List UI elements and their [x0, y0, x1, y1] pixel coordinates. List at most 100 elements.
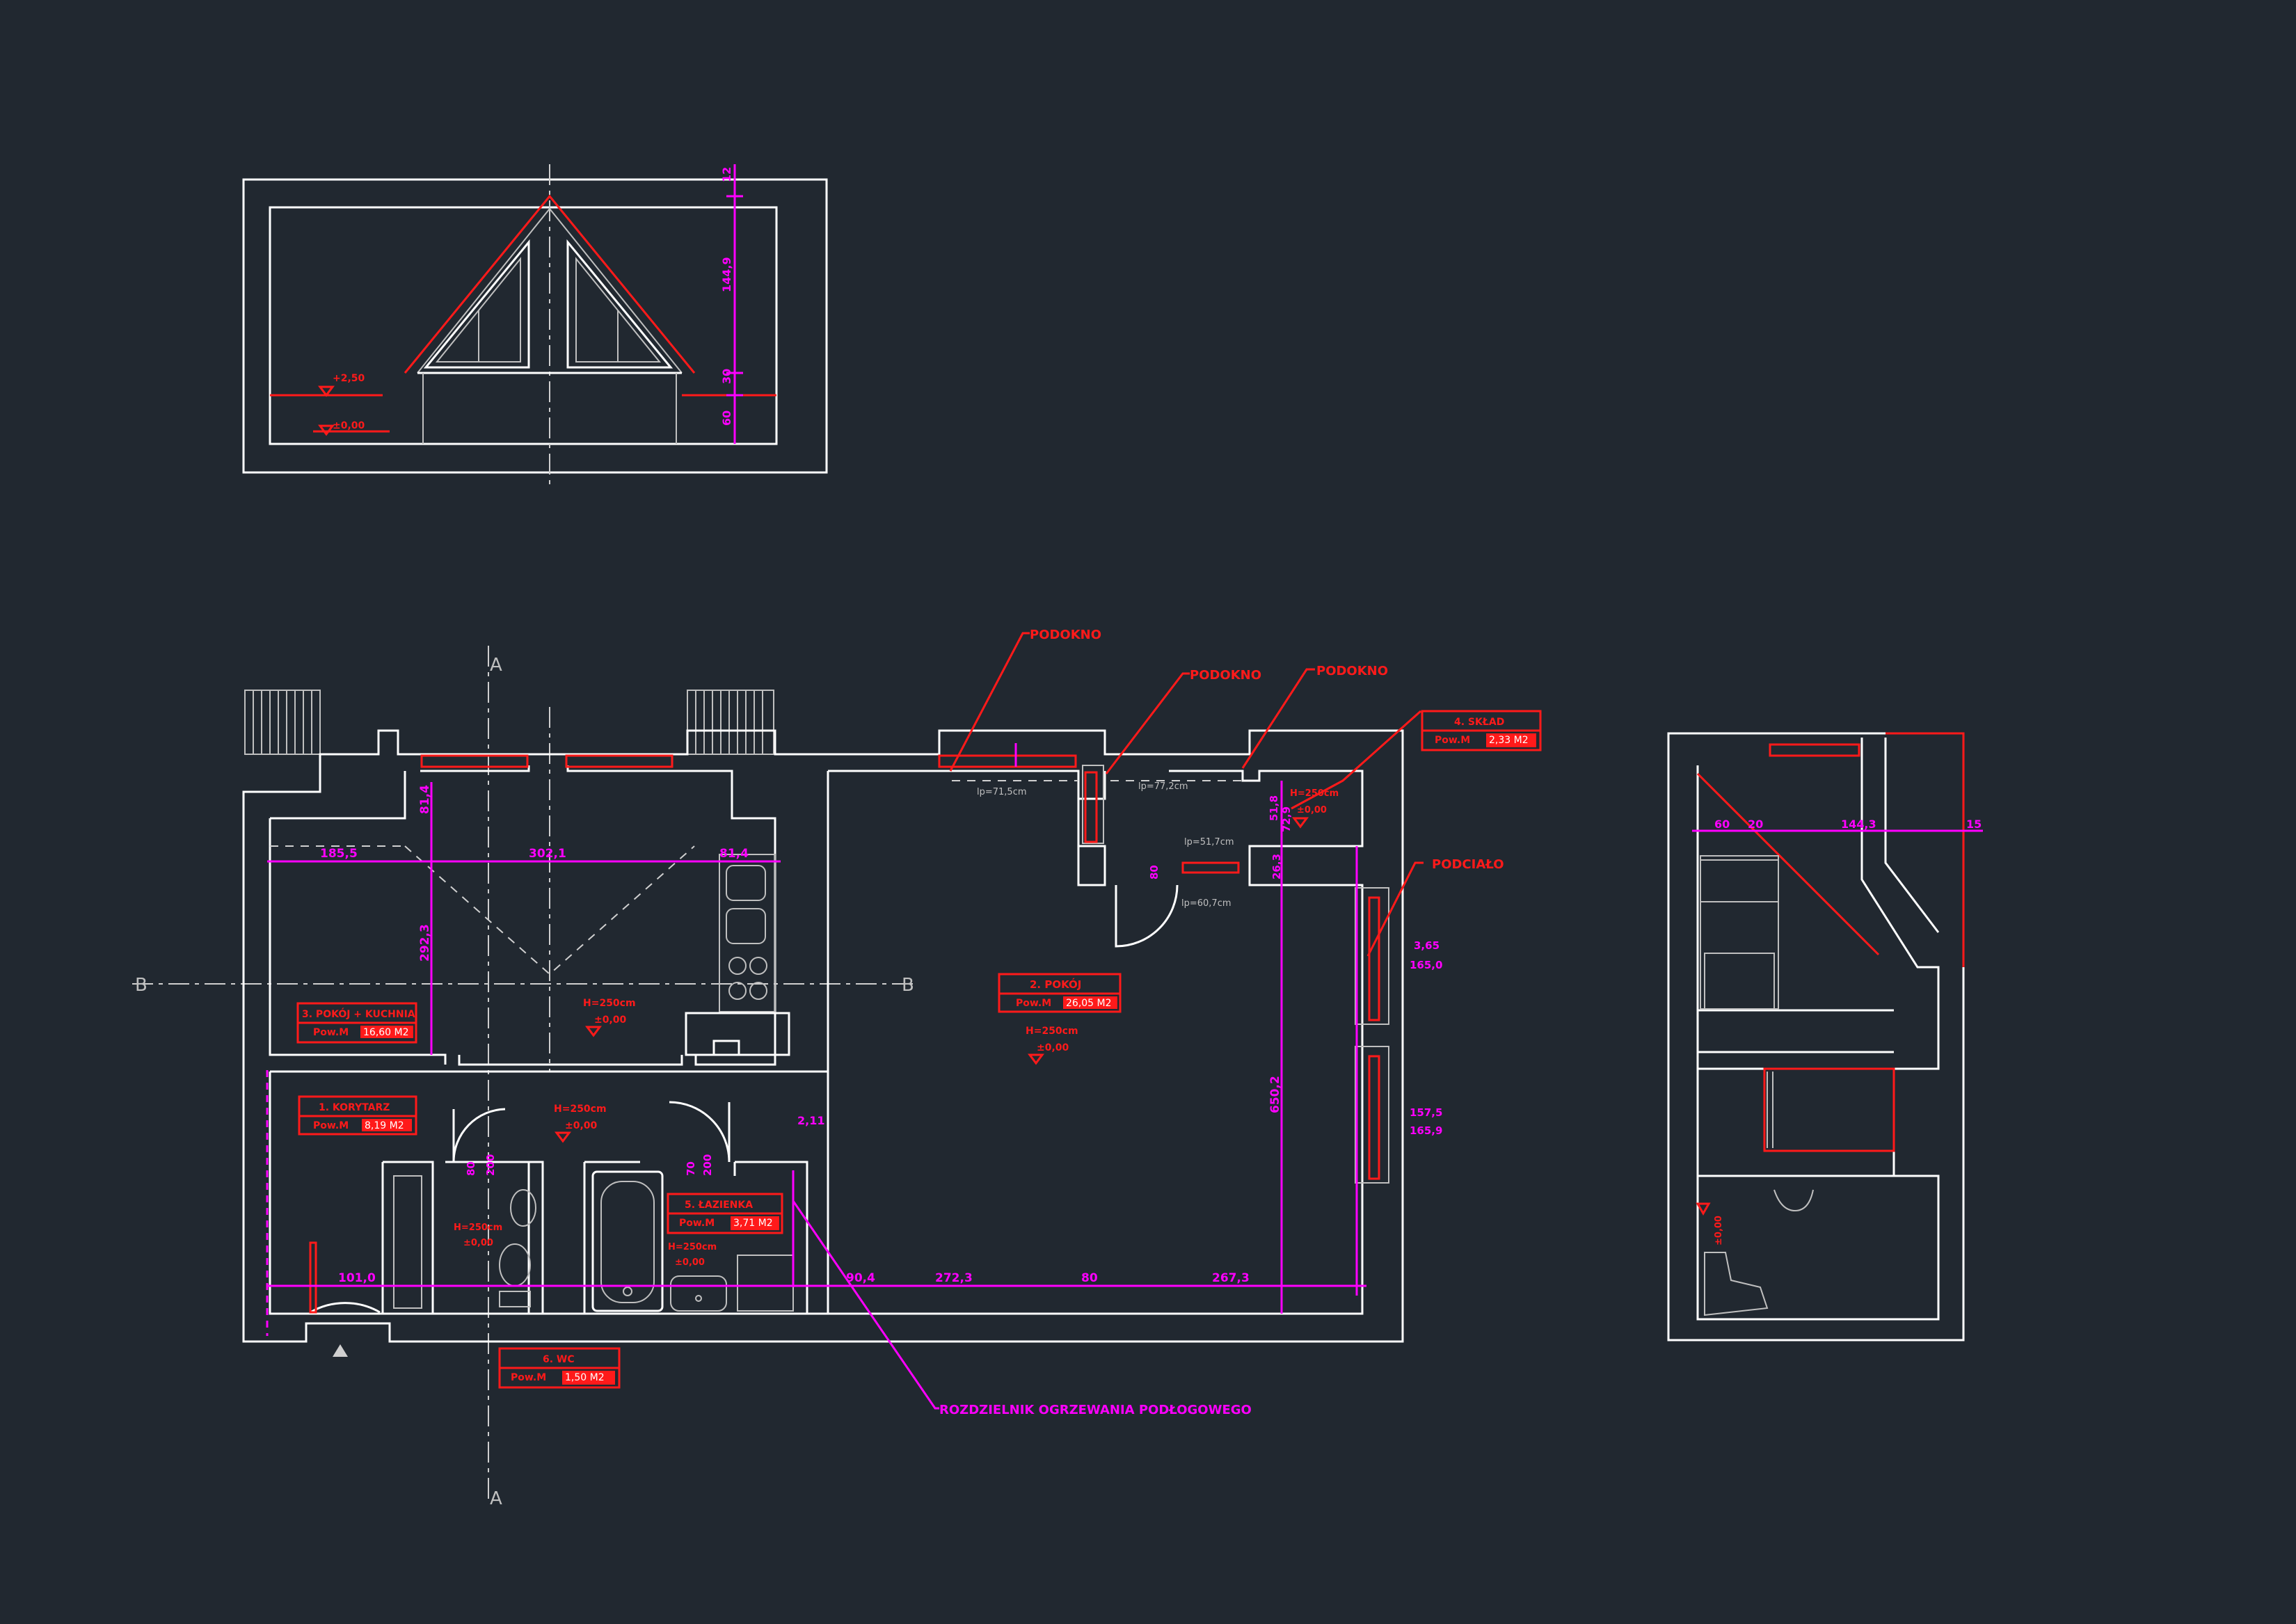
elevation-dim-main: 144,9	[720, 257, 733, 292]
svg-text:3,71 M2: 3,71 M2	[733, 1218, 773, 1229]
elevation-dim-mid: 30	[720, 369, 733, 384]
balcony-right	[687, 690, 774, 755]
section-dim-d: 15	[1966, 818, 1982, 831]
floor-plan: A A B B	[132, 628, 1542, 1509]
svg-text:5. ŁAZIENKA: 5. ŁAZIENKA	[685, 1200, 753, 1211]
bathroom-walls	[583, 1161, 808, 1314]
dim-81-4-b: 81,4	[418, 785, 432, 814]
corridor-walls	[269, 1070, 828, 1315]
callout-distributor: ROZDZIELNIK OGRZEWANIA PODŁOGOWEGO	[939, 1403, 1252, 1417]
height-4: H=250cm	[454, 1223, 502, 1233]
window-main-1	[938, 754, 1077, 768]
height-1: H=250cm	[583, 998, 636, 1009]
elevation-roof	[404, 194, 696, 374]
section-frame	[1667, 732, 1965, 1342]
height-5: H=250cm	[668, 1242, 717, 1252]
door-entry	[309, 1243, 381, 1314]
svg-text:6. WC: 6. WC	[543, 1354, 575, 1365]
section-a-top-label: A	[490, 655, 502, 676]
svg-text:8,19 M2: 8,19 M2	[365, 1120, 404, 1131]
svg-text:16,60 M2: 16,60 M2	[363, 1027, 409, 1038]
section-view: 60 20 144,3 15 ±0,00	[1667, 732, 1983, 1342]
callout-podokno-2: PODOKNO	[1190, 668, 1261, 683]
dim-292-3: 292,3	[418, 924, 432, 962]
section-dim-b: 20	[1748, 818, 1763, 831]
room-label-lazienka: 5. ŁAZIENKA Pow.M 3,71 M2	[667, 1193, 783, 1234]
section-a-bottom-label: A	[490, 1488, 502, 1509]
dim-26-3: 26,3	[1270, 854, 1283, 879]
section-b-right-label: B	[902, 975, 914, 996]
svg-text:26,05 M2: 26,05 M2	[1066, 998, 1112, 1009]
dim-157-5: 157,5	[1410, 1106, 1442, 1119]
dim-200: 200	[484, 1154, 497, 1176]
room-label-pokoj-3: 3. POKÓJ + KUCHNIA Pow.M 16,60 M2	[296, 1002, 417, 1044]
section-dim-a: 60	[1714, 818, 1730, 831]
svg-text:Pow.M: Pow.M	[1435, 735, 1470, 746]
level-6: ±0,00	[1297, 805, 1327, 815]
skylight-outline	[404, 845, 695, 976]
section-bath-outline	[1763, 1067, 1895, 1152]
dim-101-0: 101,0	[338, 1271, 376, 1285]
dim-80-b: 80	[1148, 865, 1161, 879]
svg-text:2. POKÓJ: 2. POKÓJ	[1030, 978, 1081, 991]
svg-text:Pow.M: Pow.M	[511, 1372, 546, 1383]
dim-272-3: 272,3	[935, 1271, 973, 1285]
dim-302-1: 302,1	[529, 847, 566, 861]
dim-lp-4: lp=60,7cm	[1181, 898, 1231, 909]
elevation-window-left	[423, 239, 530, 369]
svg-text:Pow.M: Pow.M	[1016, 998, 1051, 1009]
elevation-roof-inner	[417, 207, 683, 374]
dim-lp-1: lp=71,5cm	[977, 787, 1027, 797]
dim-185-5: 185,5	[320, 847, 358, 861]
balcony-left	[244, 690, 321, 755]
door-wc	[452, 1108, 506, 1163]
dim-165-9: 165,9	[1410, 1124, 1442, 1137]
level-3: ±0,00	[565, 1120, 598, 1131]
bathtub	[591, 1170, 664, 1312]
door-bathroom	[669, 1101, 731, 1163]
svg-text:3. POKÓJ + KUCHNIA: 3. POKÓJ + KUCHNIA	[302, 1008, 415, 1020]
window-right-2	[1368, 1055, 1380, 1180]
room-label-sklad: 4. SKŁAD Pow.M 2,33 M2	[1421, 710, 1542, 751]
callout-podcialo: PODCIAŁO	[1432, 857, 1504, 872]
svg-text:Pow.M: Pow.M	[679, 1218, 715, 1229]
section-level: ±0,00	[1714, 1216, 1724, 1245]
section-walls	[1696, 765, 1940, 1321]
dim-51-8: 51,8	[1268, 795, 1280, 821]
room-label-pokoj-2: 2. POKÓJ Pow.M 26,05 M2	[998, 973, 1122, 1013]
dim-3-65: 3,65	[1414, 939, 1440, 952]
elevation-wall	[269, 206, 778, 445]
svg-text:1. KORYTARZ: 1. KORYTARZ	[319, 1102, 390, 1113]
section-toilet	[1704, 1252, 1769, 1316]
wardrobe	[393, 1175, 422, 1309]
level-4: ±0,00	[463, 1238, 493, 1248]
svg-text:1,50 M2: 1,50 M2	[565, 1372, 605, 1383]
elevation-level-top: +2,50	[333, 373, 365, 384]
dim-lp-3: lp=51,7cm	[1184, 837, 1234, 847]
section-dim-c: 144,3	[1841, 818, 1876, 831]
section-sink	[1773, 1189, 1814, 1212]
dim-80: 80	[1081, 1271, 1098, 1285]
kitchen-counter	[685, 854, 790, 1056]
level-1: ±0,00	[594, 1014, 627, 1026]
dim-lp-2: lp=77,2cm	[1138, 781, 1188, 792]
dim-72-9: 72,9	[1280, 806, 1293, 832]
inner-wall-top	[270, 765, 776, 1013]
window-top-right	[565, 754, 673, 768]
door-main	[1115, 884, 1179, 948]
section-b-left-label: B	[135, 975, 148, 996]
dim-80-v: 80	[465, 1161, 477, 1176]
elevation-level-zero: ±0,00	[333, 420, 365, 431]
level-5: ±0,00	[675, 1257, 705, 1268]
toilet	[499, 1189, 536, 1307]
height-6: H=250cm	[1290, 788, 1339, 799]
callout-podokno-3: PODOKNO	[1316, 664, 1388, 678]
svg-text:2,33 M2: 2,33 M2	[1489, 735, 1529, 746]
entry-arrow-icon	[333, 1344, 348, 1357]
elevation-frame	[242, 178, 828, 474]
dim-650-2: 650,2	[1268, 1076, 1282, 1113]
room-label-wc: 6. WC Pow.M 1,50 M2	[498, 1347, 621, 1389]
dim-267-3: 267,3	[1212, 1271, 1250, 1285]
svg-text:Pow.M: Pow.M	[313, 1027, 349, 1038]
inner-wall-top-left	[269, 818, 776, 1066]
